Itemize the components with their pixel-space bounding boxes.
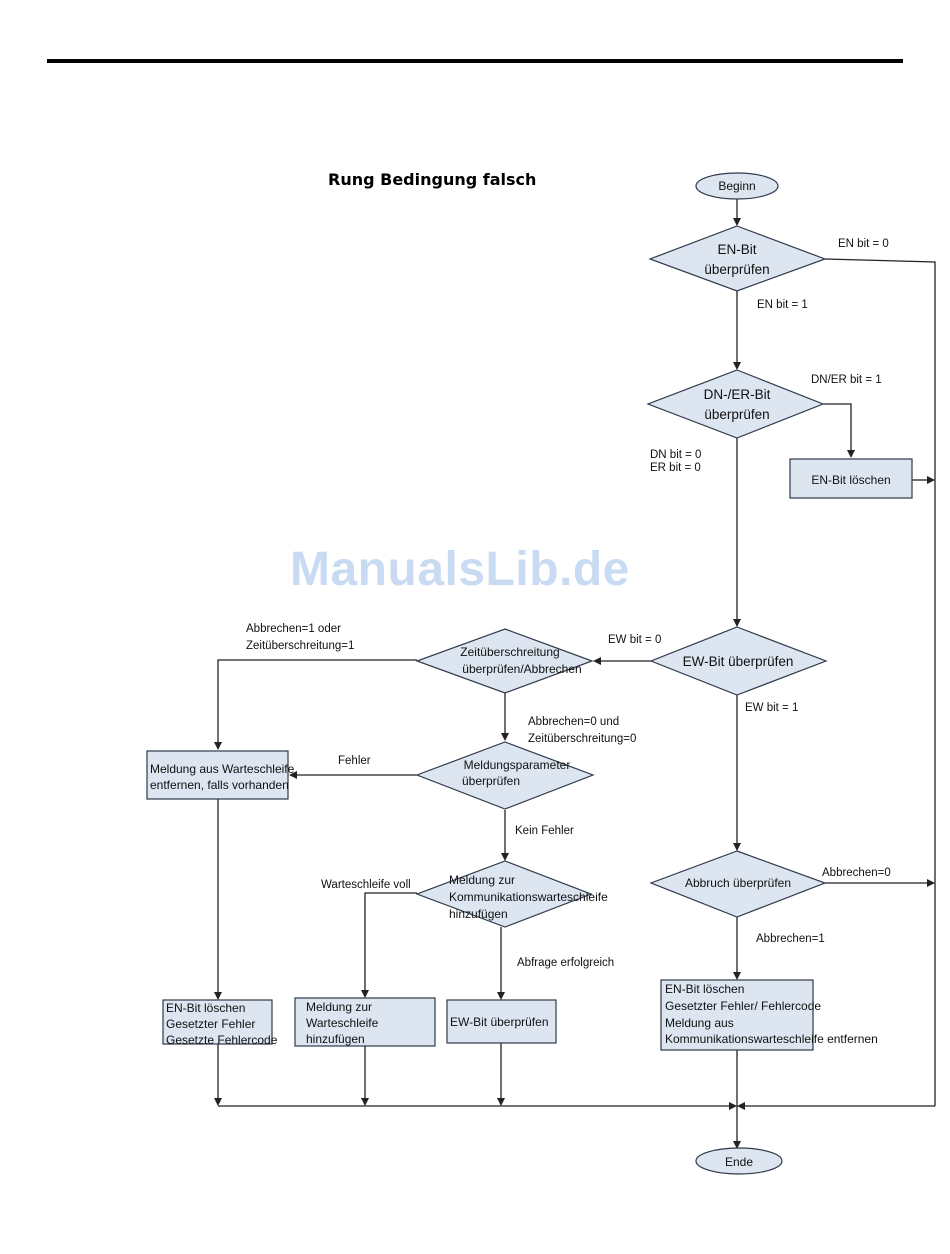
decision-check-en-line1: EN-Bit <box>717 242 756 257</box>
header-rule <box>47 59 903 63</box>
decision-check-abort-label: Abbruch überprüfen <box>685 876 791 890</box>
edge-label-abort-or-timeout-line1: Abbrechen=1 oder <box>246 623 341 635</box>
edge-label-abort0-timeout0-line2: Zeitüberschreitung=0 <box>528 733 636 745</box>
edge-label-dner1: DN/ER bit = 1 <box>811 374 882 386</box>
process-remove-message <box>146 750 289 800</box>
process-box-add-queue-line2: Warteschleife <box>306 1016 379 1030</box>
edge-label-en0: EN bit = 0 <box>838 238 889 250</box>
decision-check-timeout <box>415 628 594 694</box>
decision-check-params <box>415 741 595 810</box>
decision-check-params-line1: Meldungsparameter <box>464 758 571 772</box>
edge-label-er0: ER bit = 0 <box>650 462 701 474</box>
process-box-abort-line4: Kommunikationswarteschleife entfernen <box>665 1032 878 1046</box>
start-label: Beginn <box>718 179 755 193</box>
edge-label-dn0: DN bit = 0 <box>650 449 701 461</box>
edge-label-no-error: Kein Fehler <box>515 825 574 837</box>
decision-check-timeout-line2: überprüfen/Abbrechen <box>462 662 581 676</box>
decision-check-timeout-line1: Zeitüberschreitung <box>460 645 559 659</box>
process-clear-en-label: EN-Bit löschen <box>811 473 890 487</box>
decision-add-comm-queue-line2: Kommunikationswarteschleife <box>449 890 608 904</box>
decision-check-en <box>648 225 827 292</box>
edge-label-abort0: Abbrechen=0 <box>822 867 891 879</box>
edge-label-en1: EN bit = 1 <box>757 299 808 311</box>
decision-check-abort <box>649 850 827 918</box>
process-box-abort-line3: Meldung aus <box>665 1016 734 1030</box>
end-terminal <box>695 1147 783 1175</box>
process-box-check-ew <box>446 999 557 1044</box>
end-label: Ende <box>725 1155 753 1169</box>
edge-label-abort-or-timeout-line2: Zeitüberschreitung=1 <box>246 640 354 652</box>
decision-check-dn-er <box>646 369 825 439</box>
edge-label-ew0: EW bit = 0 <box>608 634 661 646</box>
edge-label-abort0-timeout0-line1: Abbrechen=0 und <box>528 716 619 728</box>
process-box-error-line3: Gesetzte Fehlercode <box>166 1033 278 1047</box>
edge-label-ew1: EW bit = 1 <box>745 702 798 714</box>
decision-add-comm-queue-line1: Meldung zur <box>449 873 515 887</box>
process-box-abort-line2: Gesetzter Fehler/ Fehlercode <box>665 999 821 1013</box>
process-box-add-queue <box>294 997 436 1047</box>
connectors <box>214 199 936 1149</box>
edge-label-query-ok: Abfrage erfolgreich <box>517 957 614 969</box>
decision-check-dn-er-line1: DN-/ER-Bit <box>704 387 771 402</box>
process-box-add-queue-line3: hinzufügen <box>306 1032 365 1046</box>
edge-label-error: Fehler <box>338 755 371 767</box>
process-box-add-queue-line1: Meldung zur <box>306 1000 372 1014</box>
edge-label-abort1: Abbrechen=1 <box>756 933 825 945</box>
diagram-title: Rung Bedingung falsch <box>328 170 537 189</box>
decision-check-dn-er-line2: überprüfen <box>704 407 769 422</box>
process-remove-message-line2: entfernen, falls vorhanden <box>150 778 289 792</box>
decision-check-ew-label: EW-Bit überprüfen <box>683 654 794 669</box>
process-box-abort-line1: EN-Bit löschen <box>665 982 744 996</box>
start-terminal <box>695 172 779 200</box>
watermark: ManualsLib.de <box>290 543 630 596</box>
process-remove-message-line1: Meldung aus Warteschleife <box>150 762 295 776</box>
process-box-error-line2: Gesetzter Fehler <box>166 1017 255 1031</box>
decision-add-comm-queue <box>415 860 593 928</box>
process-box-abort <box>660 979 814 1051</box>
decision-check-params-line2: überprüfen <box>462 774 520 788</box>
process-clear-en <box>789 458 913 499</box>
edge-label-queue-full: Warteschleife voll <box>321 879 411 891</box>
decision-add-comm-queue-line3: hinzufügen <box>449 907 508 921</box>
process-box-error <box>162 999 273 1045</box>
process-box-error-line1: EN-Bit löschen <box>166 1001 245 1015</box>
decision-check-ew <box>649 626 828 696</box>
decision-check-en-line2: überprüfen <box>704 262 769 277</box>
process-box-check-ew-label: EW-Bit überprüfen <box>450 1015 549 1029</box>
